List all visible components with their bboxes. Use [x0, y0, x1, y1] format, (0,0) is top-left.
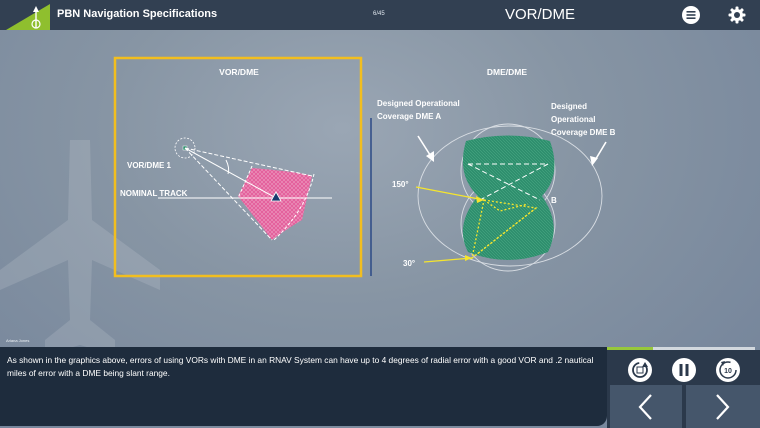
- caption-box: As shown in the graphics above, errors o…: [0, 347, 607, 426]
- vor-station-ring: [174, 137, 196, 159]
- logo-icon: [6, 4, 50, 30]
- range-arc-outer: [273, 173, 315, 241]
- hamburger-menu-icon[interactable]: [682, 6, 700, 24]
- next-button[interactable]: [686, 385, 760, 428]
- dme-dme-panel-title: DME/DME: [487, 67, 527, 77]
- dotted-bearing-lines: [471, 199, 537, 259]
- green-lobe-upper: [462, 135, 555, 196]
- slide-title: VOR/DME: [505, 6, 576, 23]
- aircraft-marker: [270, 191, 282, 202]
- page-counter: 6/45: [373, 11, 385, 17]
- skip-back-10-icon[interactable]: 10: [715, 357, 741, 383]
- header-bar: PBN Navigation Specifications 6/45 VOR/D…: [0, 0, 760, 30]
- chevron-left-icon: [638, 394, 652, 420]
- dme-coverage-outer: [417, 125, 603, 267]
- radial-line-lower: [184, 147, 273, 241]
- author-name: Ariana Jones: [6, 338, 30, 343]
- chevron-right-icon: [716, 394, 730, 420]
- pointer-150: [415, 186, 485, 201]
- vor-dme-panel-frame: [113, 56, 363, 278]
- progress-bar[interactable]: [605, 347, 755, 350]
- vor-station-label: VOR/DME 1: [127, 161, 172, 170]
- skip-back-label: 10: [724, 368, 732, 375]
- app-title: PBN Navigation Specifications: [57, 8, 218, 20]
- background-plane-icon: [0, 140, 160, 355]
- radial-line-upper: [184, 147, 313, 177]
- replay-icon[interactable]: [627, 357, 653, 383]
- angle-150-label: 150°: [392, 180, 409, 189]
- gear-icon[interactable]: [728, 6, 746, 24]
- prev-button[interactable]: [610, 385, 682, 428]
- nominal-track-label: NOMINAL TRACK: [120, 189, 188, 198]
- angle-30-label: 30°: [403, 259, 415, 268]
- slide-diagram: VOR/DME VOR/DME 1 NOMINAL TRACK DME/DME …: [113, 56, 616, 278]
- pointer-30: [423, 257, 473, 263]
- pause-icon[interactable]: [671, 357, 697, 383]
- dashed-geometry-lines: [467, 163, 549, 201]
- progress-fill: [605, 347, 653, 350]
- caption-text: As shown in the graphics above, errors o…: [7, 355, 594, 378]
- point-b-label: B: [551, 196, 557, 205]
- green-lobe-lower: [462, 196, 554, 260]
- coverage-b-label: Designed Operational Coverage DME B: [551, 102, 616, 137]
- radial-line-center: [184, 147, 277, 199]
- vor-dme-panel-title: VOR/DME: [219, 67, 259, 77]
- angle-arc: [225, 159, 230, 175]
- coverage-a-label: Designed Operational Coverage DME A: [377, 99, 462, 121]
- vor-error-area: [238, 168, 312, 240]
- range-arc-inner: [237, 165, 253, 199]
